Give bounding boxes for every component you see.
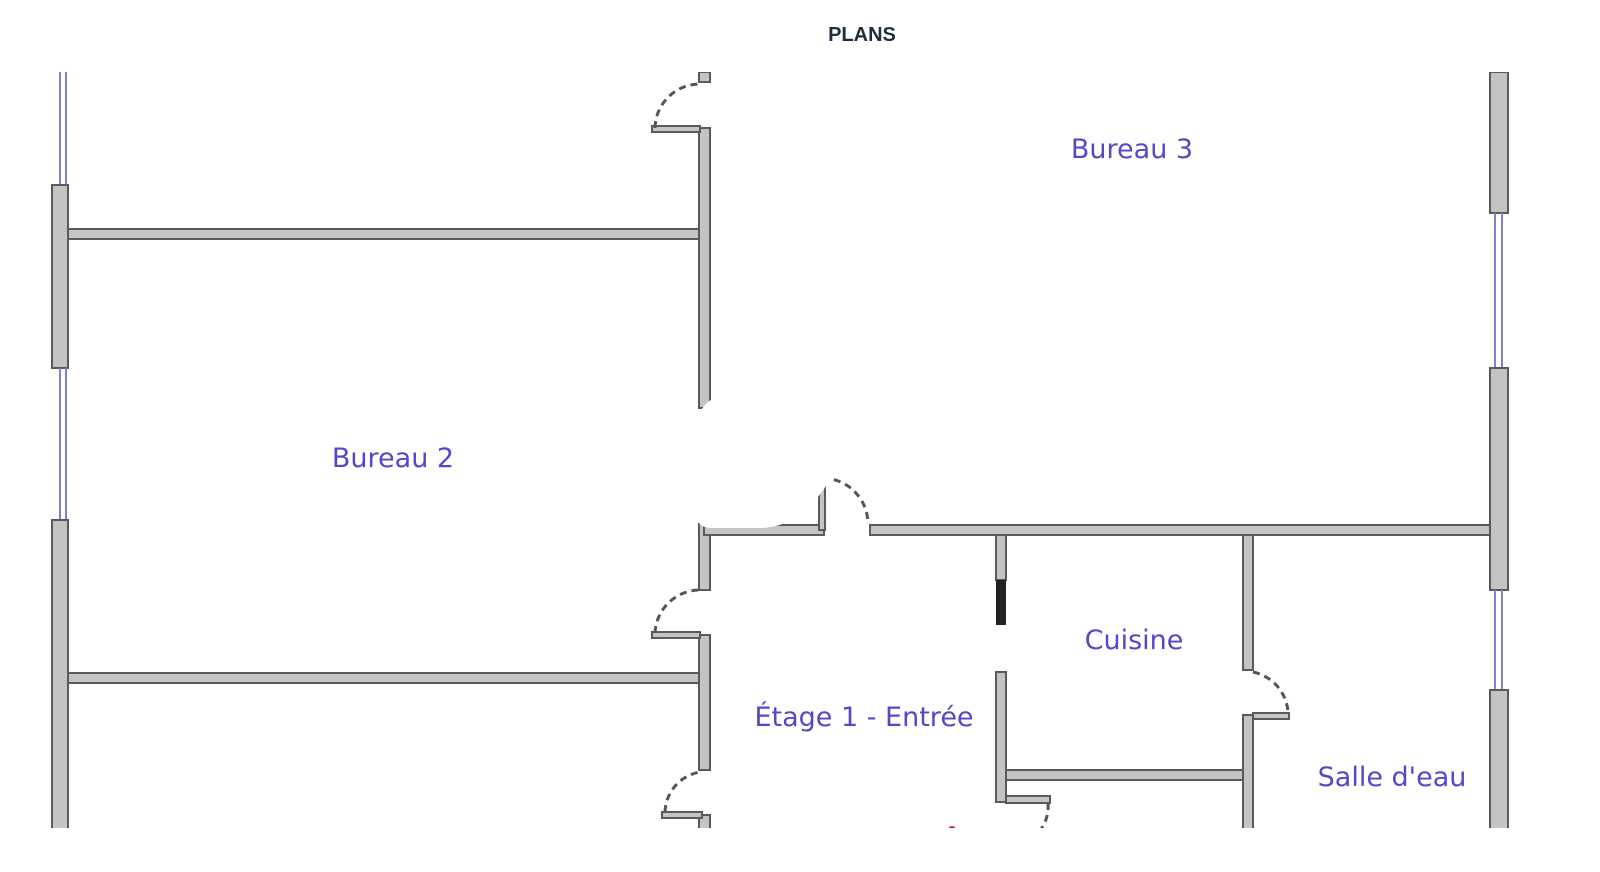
- floor-plan-walls: [51, 72, 1509, 828]
- room-label-cuisine: Cuisine: [1085, 625, 1184, 656]
- room-label-salle-eau: Salle d'eau: [1318, 762, 1467, 793]
- room-label-entree: Étage 1 - Entrée: [754, 701, 973, 733]
- section-title: PLANS: [828, 24, 896, 46]
- room-label-bureau-3: Bureau 3: [1071, 134, 1193, 165]
- room-label-bureau-2: Bureau 2: [332, 443, 454, 474]
